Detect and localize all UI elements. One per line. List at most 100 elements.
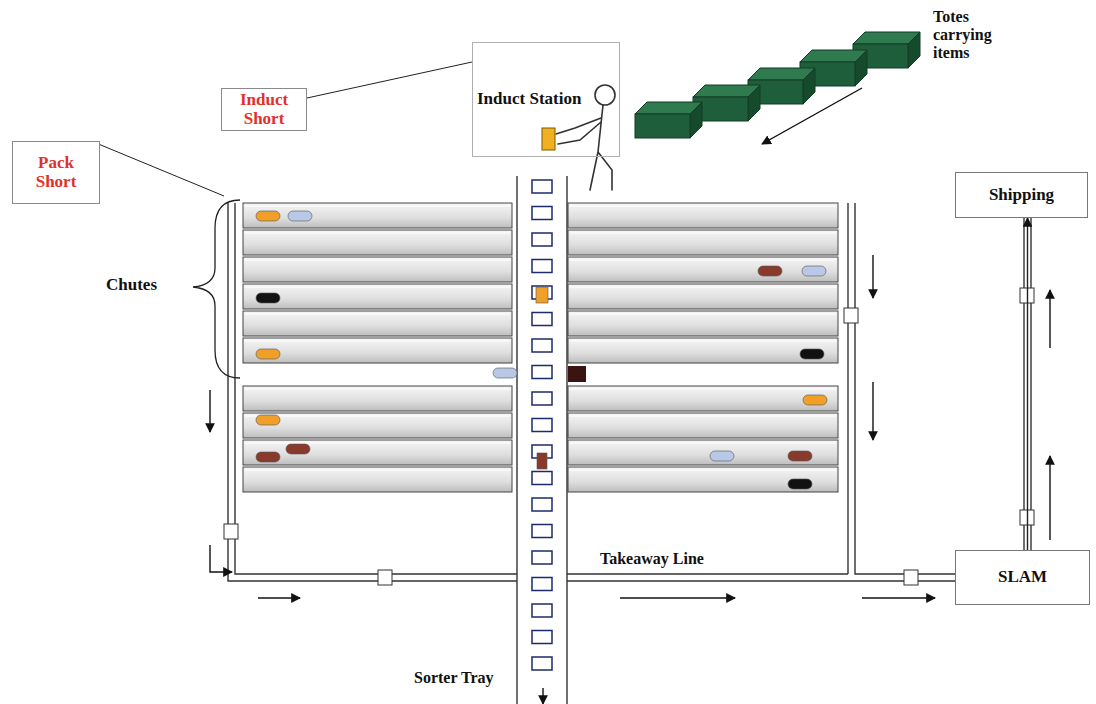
item (800, 349, 824, 359)
chute-highlight (570, 260, 836, 261)
item (256, 293, 280, 303)
chutes-label: Chutes (106, 276, 190, 295)
chute (243, 440, 512, 465)
chute (568, 440, 838, 465)
right-rail-outer (855, 203, 955, 574)
chute-highlight (245, 314, 510, 315)
chute (243, 467, 512, 492)
chute (568, 230, 838, 255)
flow-arrow (258, 597, 300, 598)
chute (243, 413, 512, 438)
tray-slot (532, 366, 552, 379)
flow-arrow (1049, 456, 1050, 540)
tote-side (748, 85, 760, 121)
node-text: SLAM (998, 568, 1047, 587)
tray-slot (532, 631, 552, 644)
item (256, 452, 280, 462)
chute-highlight (245, 206, 510, 207)
tray-slot (532, 525, 552, 538)
chute-highlight (245, 470, 510, 471)
chute-highlight (570, 206, 836, 207)
tote-on-conveyor (904, 570, 918, 585)
station-box: Induct Station (472, 42, 620, 157)
tray-slot (532, 604, 552, 617)
tray-item (537, 453, 547, 469)
chute (568, 338, 838, 363)
right-rail (847, 203, 848, 574)
tray-slot (532, 657, 552, 670)
chute-highlight (570, 341, 836, 342)
chute-highlight (245, 287, 510, 288)
tote-side (690, 102, 702, 138)
node-text: Induct Short (226, 91, 302, 128)
chute (243, 386, 512, 411)
tray-slot (532, 578, 552, 591)
flow-arrow (762, 88, 862, 144)
pack-short-leader (96, 143, 224, 196)
tray-slot (532, 207, 552, 220)
item (802, 266, 826, 276)
item (710, 451, 734, 461)
label-text: Sorter Tray (414, 669, 494, 686)
chute-highlight (245, 443, 510, 444)
chute-highlight (570, 470, 836, 471)
flow-arrow (1049, 290, 1050, 348)
item (493, 368, 517, 378)
flow-arrow (210, 545, 232, 572)
chute-highlight (570, 416, 836, 417)
left-rail (228, 203, 955, 581)
chute-highlight (570, 443, 836, 444)
head (595, 85, 615, 105)
label-text: Chutes (106, 275, 157, 294)
tray-slot (532, 233, 552, 246)
chute-highlight (245, 416, 510, 417)
station-fill (472, 42, 620, 157)
tote-side (908, 32, 920, 68)
chute (568, 284, 838, 309)
chute-highlight (245, 233, 510, 234)
ship-rail (1030, 218, 1031, 550)
sorter-tray (517, 176, 567, 704)
tote-front (635, 114, 690, 138)
line-label: Takeaway Line (600, 550, 750, 568)
held-item (542, 128, 555, 150)
chute (568, 203, 838, 228)
tray-slot (532, 419, 552, 432)
item (758, 266, 782, 276)
chute (568, 257, 838, 282)
ship-rail (1023, 218, 1024, 550)
label-text: Takeaway Line (600, 550, 704, 567)
tote-on-conveyor (224, 524, 238, 539)
tote-side (855, 50, 867, 86)
tray-ground (517, 176, 567, 704)
tray-slot (532, 260, 552, 273)
item (286, 444, 310, 454)
tote-side (803, 68, 815, 104)
item (788, 451, 812, 461)
item (256, 415, 280, 425)
chute (243, 284, 512, 309)
node-text: Pack Short (17, 154, 95, 191)
chute (243, 311, 512, 336)
node-text: Induct Station (477, 90, 581, 109)
item (256, 349, 280, 359)
connector (1027, 218, 1028, 550)
chute (243, 230, 512, 255)
flow-arrow (872, 382, 873, 440)
tray-slot (532, 339, 552, 352)
conveyor-rails (228, 203, 1031, 581)
label-text: Totes carrying items (933, 8, 992, 61)
totes (635, 32, 920, 138)
item (788, 479, 812, 489)
chute (568, 386, 838, 411)
junction-block (568, 366, 586, 382)
flow-arrow (620, 597, 735, 598)
tray-slot (532, 180, 552, 193)
tray-rail (516, 176, 517, 704)
tray-slot (532, 313, 552, 326)
item (803, 395, 827, 405)
tray-slot (532, 472, 552, 485)
tray-label: Sorter Tray (414, 669, 514, 687)
tote-label: Totes carrying items (933, 8, 1015, 62)
